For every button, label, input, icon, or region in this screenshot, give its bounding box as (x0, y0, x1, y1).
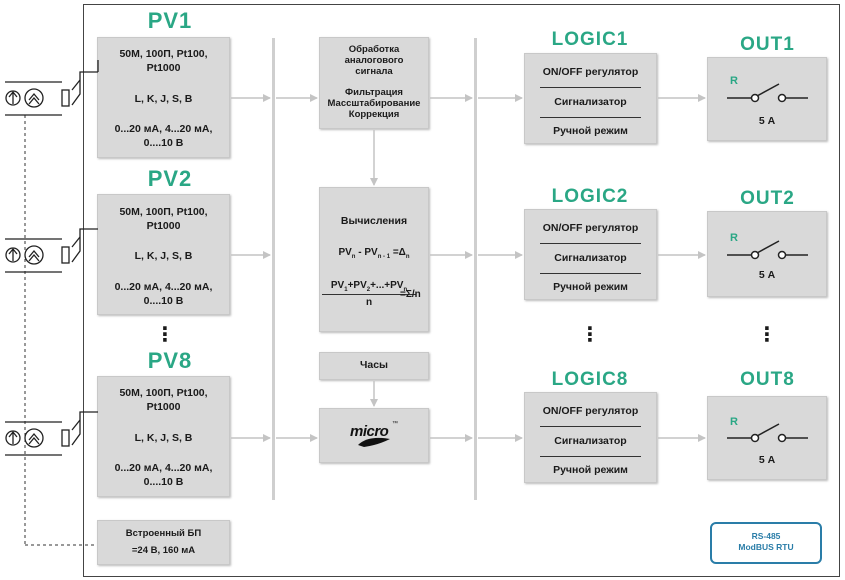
calc-title: Вычисления (340, 215, 408, 227)
pv2-line2: Pt1000 (146, 220, 181, 232)
calc-box (319, 187, 429, 332)
processing-l4: Фильтрация (345, 87, 403, 98)
pv8-line5: 0....10 В (143, 476, 184, 488)
bus-bar-1 (272, 38, 275, 500)
calc-f1-b: - PV (355, 247, 378, 258)
logic1-divider2 (540, 117, 641, 118)
logic1-row1: ON/OFF регулятор (542, 66, 639, 78)
pv8-box (97, 376, 230, 497)
psu-line1: Встроенный БП (125, 528, 202, 539)
bus-bar-2 (474, 38, 477, 500)
calc-formula-delta: PVn - PVn - 1 =Δn (319, 247, 429, 260)
microsd-text: micro (350, 423, 389, 440)
out8-rating: 5 А (758, 454, 776, 466)
logic2-title: LOGIC2 (551, 186, 629, 207)
processing-l5: Масcштабирование (327, 98, 421, 109)
microsd-box (319, 408, 429, 463)
processing-l1: Обработка (348, 44, 400, 55)
pv-ellipsis: ⋮ (155, 324, 175, 346)
out-ellipsis: ⋮ (757, 324, 777, 346)
pv2-line5: 0....10 В (143, 295, 184, 307)
processing-l3: сигнала (355, 66, 393, 77)
calc-f2-sub2: 2 (366, 287, 371, 293)
calc-f2-sub3: n (403, 287, 408, 293)
calc-f2-num-c: +...+PV (370, 280, 404, 291)
calc-formula-avg-num: PV1+PV2+...+PVn (322, 280, 416, 295)
calc-f1-sub-b: n - 1 (377, 254, 391, 260)
out1-box (707, 57, 827, 141)
out8-r: R (730, 416, 738, 428)
out2-r: R (730, 232, 738, 244)
pv1-line1: 50M, 100П, Pt100, (119, 48, 208, 60)
logic2-row2: Сигнализатор (554, 252, 627, 264)
rs485-line2: ModBUS RTU (738, 542, 794, 552)
logic8-title: LOGIC8 (551, 369, 629, 390)
clock-box (319, 352, 429, 380)
logic2-row1: ON/OFF регулятор (542, 222, 639, 234)
pv2-line3: L, K, J, S, B (134, 250, 193, 262)
processing-l6: Коррекция (348, 109, 400, 120)
out2-box (707, 211, 827, 297)
pv1-line2: Pt1000 (146, 62, 181, 74)
logic2-divider1 (540, 243, 641, 244)
pv8-line2: Pt1000 (146, 401, 181, 413)
pv1-box (97, 37, 230, 158)
logic1-title: LOGIC1 (551, 29, 629, 50)
out8-title: OUT8 (740, 369, 795, 390)
pv8-line3: L, K, J, S, B (134, 432, 193, 444)
logic1-box (524, 53, 657, 144)
pv1-line3: L, K, J, S, B (134, 93, 193, 105)
pv2-line1: 50M, 100П, Pt100, (119, 206, 208, 218)
microsd-swoosh-icon (358, 437, 390, 447)
rs485-line1: RS-485 (751, 531, 781, 541)
out1-r: R (730, 75, 738, 87)
pv1-line5: 0....10 В (143, 137, 184, 149)
clock-label: Часы (359, 359, 389, 371)
logic2-row3: Ручной режим (553, 281, 628, 293)
pv8-title: PV8 (147, 348, 193, 373)
microsd-logo: micro ™ (350, 421, 400, 449)
pv2-title: PV2 (147, 166, 193, 191)
logic8-divider1 (540, 426, 641, 427)
out2-rating: 5 А (758, 269, 776, 281)
calc-formula-avg-res: =Σ/n (400, 289, 421, 300)
pv1-line4: 0...20 мА, 4...20 мА, (114, 123, 213, 135)
logic1-row2: Сигнализатор (554, 96, 627, 108)
microsd-tm: ™ (392, 421, 398, 427)
psu-line2: =24 В, 160 мА (131, 545, 196, 556)
out1-rating: 5 А (758, 115, 776, 127)
calc-f1-a: PV (338, 247, 352, 258)
out8-box (707, 396, 827, 480)
logic2-divider2 (540, 273, 641, 274)
logic1-row3: Ручной режим (553, 125, 628, 137)
logic8-divider2 (540, 456, 641, 457)
rs485-box (710, 522, 822, 564)
logic1-divider1 (540, 87, 641, 88)
out2-title: OUT2 (740, 188, 795, 209)
calc-f2-num-b: +PV (347, 280, 367, 291)
pv8-line1: 50M, 100П, Pt100, (119, 387, 208, 399)
pv2-line4: 0...20 мА, 4...20 мА, (114, 281, 213, 293)
psu-box (97, 520, 230, 565)
calc-f1-sub-c: n (405, 254, 410, 260)
processing-l2: аналогового (344, 55, 404, 66)
calc-formula-avg-den: n (365, 297, 373, 308)
pv8-line4: 0...20 мА, 4...20 мА, (114, 462, 213, 474)
logic8-row3: Ручной режим (553, 464, 628, 476)
processing-box (319, 37, 429, 129)
out1-title: OUT1 (740, 34, 795, 55)
calc-f2-num: PV (330, 280, 345, 291)
pv1-title: PV1 (147, 8, 193, 33)
pv2-box (97, 194, 230, 315)
logic8-box (524, 392, 657, 483)
logic8-row1: ON/OFF регулятор (542, 405, 639, 417)
logic2-box (524, 209, 657, 300)
logic8-row2: Сигнализатор (554, 435, 627, 447)
calc-f1-sub-a: n (351, 254, 356, 260)
logic-ellipsis: ⋮ (580, 324, 600, 346)
calc-f1-c: =Δ (390, 247, 406, 258)
calc-f2-sub1: 1 (344, 287, 348, 293)
